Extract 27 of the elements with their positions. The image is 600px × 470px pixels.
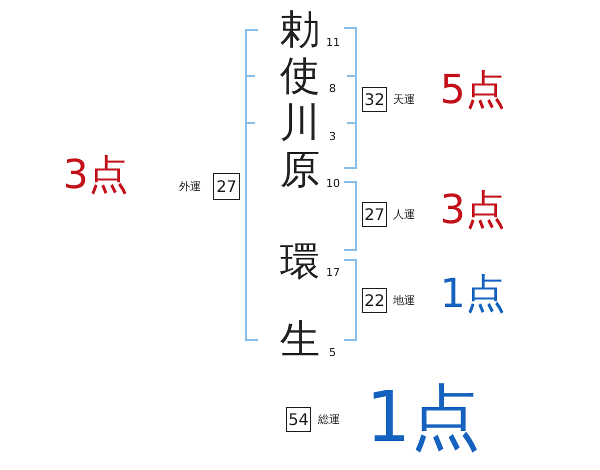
score: 3点	[440, 190, 506, 230]
name-character: 川	[280, 103, 320, 143]
name-character: 使	[280, 56, 320, 96]
number-box: 32	[362, 87, 387, 112]
stroke-count: 5	[329, 347, 336, 358]
name-character: 生	[280, 320, 320, 360]
stroke-count: 8	[329, 83, 336, 94]
score: 3点	[63, 155, 128, 195]
score: 5点	[440, 70, 506, 110]
stroke-count: 10	[326, 178, 340, 189]
fortune-name: 総運	[318, 414, 340, 425]
number-box: 22	[362, 288, 387, 313]
number-box: 27	[362, 202, 387, 227]
stroke-count: 3	[329, 131, 336, 142]
fortune-name: 天運	[393, 94, 415, 105]
number-box: 54	[286, 407, 311, 432]
name-character: 原	[280, 150, 320, 190]
fortune-name: 地運	[393, 295, 415, 306]
fortune-name: 外運	[179, 181, 201, 192]
score: 1点	[440, 274, 506, 314]
fortune-name: 人運	[393, 209, 415, 220]
score: 1点	[366, 382, 481, 452]
stroke-count: 11	[326, 37, 340, 48]
number-box: 27	[213, 173, 240, 200]
stroke-count: 17	[326, 267, 340, 278]
name-character: 勅	[280, 10, 320, 50]
name-character: 環	[280, 242, 320, 282]
